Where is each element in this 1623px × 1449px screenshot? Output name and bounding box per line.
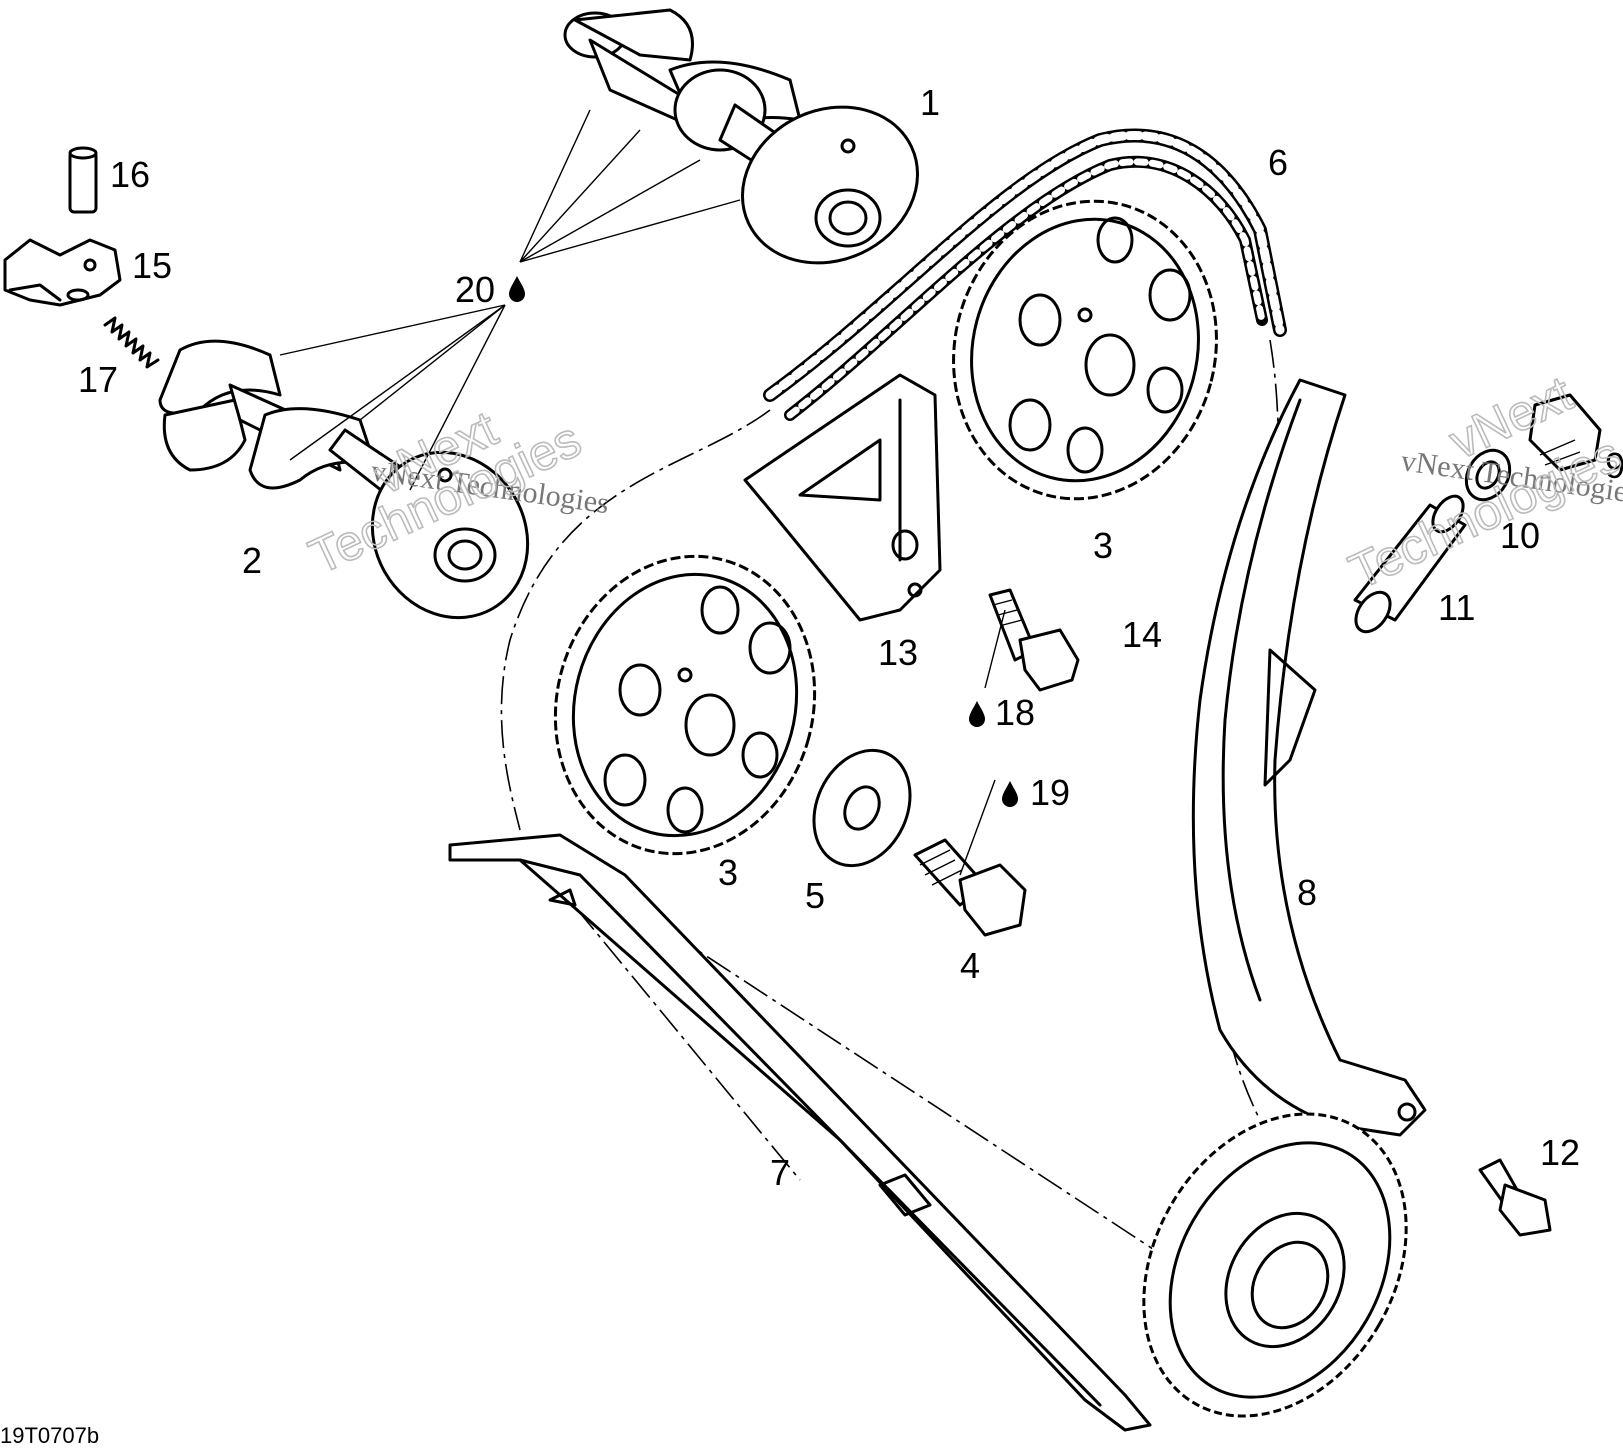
callout-12: 12 [1540,1132,1580,1173]
tensioner-plug[interactable] [1528,393,1602,472]
sealing-ring[interactable] [1458,442,1519,507]
chain-guide-lower[interactable] [448,833,1152,1432]
callout-8: 8 [1297,872,1317,913]
washer[interactable] [796,735,928,882]
callout-17: 17 [78,359,118,400]
drawing-code: 19T0707b [0,1423,99,1448]
leader-lines [959,609,1006,876]
camshaft-sprocket-lower[interactable] [523,527,848,883]
spring[interactable] [103,316,160,369]
hex-bolt[interactable] [913,838,1027,937]
callout-15: 15 [132,245,172,286]
callout-19: 19 [1030,772,1070,813]
camshaft-upper[interactable] [563,8,943,291]
tensioner-guide-rail[interactable] [1191,378,1427,1137]
timing-chain[interactable] [763,128,1287,421]
callout-13: 13 [878,632,918,673]
callout-20: 20 [455,269,495,310]
pin[interactable] [68,146,98,214]
callout-11: 11 [1438,587,1475,628]
chain-guide-upper[interactable] [743,373,942,622]
tensioner-plunger[interactable] [1349,491,1469,638]
callout-16: 16 [110,154,150,195]
camshaft-lower[interactable] [158,339,557,646]
crankshaft-sprocket[interactable] [1091,1066,1459,1449]
callout-7: 7 [770,1152,790,1193]
callout-2: 2 [242,540,262,581]
callout-18: 18 [995,692,1035,733]
callout-9: 9 [1605,445,1623,486]
lubricant-20-leaders [279,109,741,491]
callout-5: 5 [805,875,825,916]
shoulder-bolt[interactable] [988,588,1080,692]
stud-screw[interactable] [1478,1158,1552,1237]
callout-10: 10 [1500,515,1540,556]
callouts: 1 2 3 3 4 5 6 7 8 9 10 11 12 13 14 15 16… [78,82,1623,1193]
camshaft-sprocket-upper[interactable] [921,171,1250,528]
callout-4: 4 [960,945,980,986]
callout-14: 14 [1122,614,1162,655]
decompressor-lever[interactable] [3,238,122,307]
callout-6: 6 [1268,142,1288,183]
callout-3-lower: 3 [718,852,738,893]
callout-3-upper: 3 [1093,525,1113,566]
callout-1: 1 [920,82,940,123]
